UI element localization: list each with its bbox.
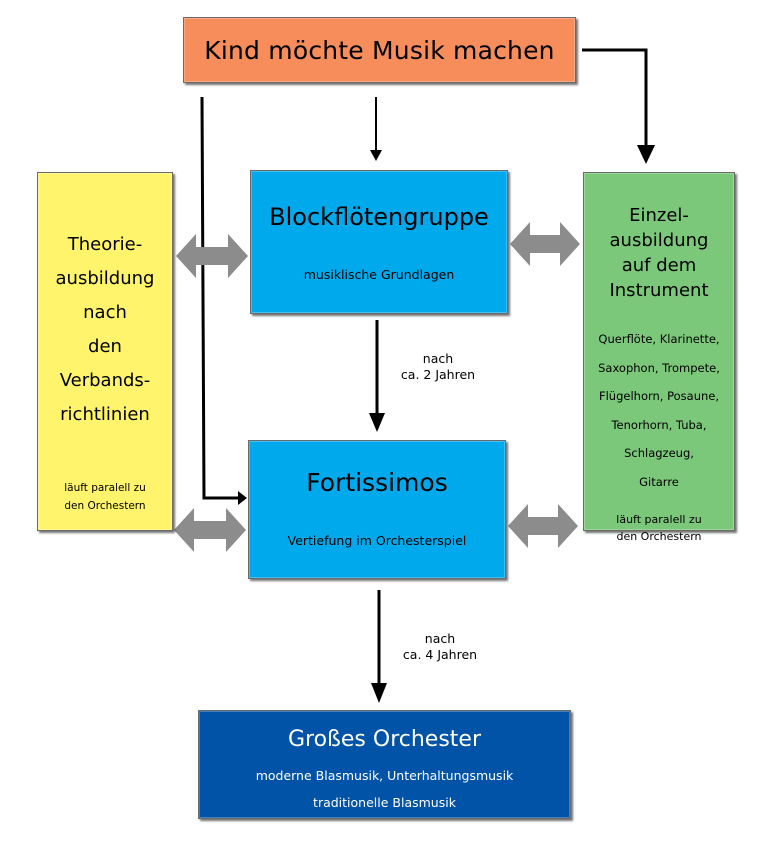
transition-label-line: ca. 2 Jahren bbox=[400, 367, 476, 382]
transition-label-line: ca. 4 Jahren bbox=[402, 647, 478, 662]
instrument-line: Gitarre bbox=[639, 474, 679, 489]
theory-title-line: Verbands- bbox=[59, 370, 151, 391]
theory-title: Theorie- ausbildung nach den Verbands- r… bbox=[38, 228, 172, 432]
big-orchestra-title: Großes Orchester bbox=[287, 727, 482, 752]
theory-title-line: den bbox=[88, 336, 122, 357]
individual-title-line: auf dem bbox=[621, 255, 697, 276]
recorder-group-box: Blockflötengruppe musiklische Grundlagen bbox=[250, 170, 508, 314]
arrow-recorder-to-fortissimos bbox=[369, 320, 385, 432]
big-orchestra-line-2: traditionelle Blasmusik bbox=[313, 795, 456, 810]
fortissimos-box: Fortissimos Vertiefung im Orchesterspiel bbox=[248, 440, 506, 579]
theory-box: Theorie- ausbildung nach den Verbands- r… bbox=[37, 172, 173, 531]
start-box: Kind möchte Musik machen bbox=[183, 17, 576, 83]
instrument-line: Tenorhorn, Tuba, bbox=[611, 417, 707, 432]
double-arrow-theory-recorder bbox=[176, 234, 248, 278]
start-label: Kind möchte Musik machen bbox=[204, 35, 555, 65]
theory-title-line: Theorie- bbox=[67, 234, 143, 255]
theory-title-line: richtlinien bbox=[60, 404, 150, 425]
double-arrow-fortissimos-individual bbox=[508, 504, 578, 548]
theory-title-line: nach bbox=[83, 302, 127, 323]
theory-note-line: läuft paralell zu bbox=[64, 482, 146, 494]
individual-training-box: Einzel- ausbildung auf dem Instrument Qu… bbox=[583, 172, 735, 543]
individual-title: Einzel- ausbildung auf dem Instrument bbox=[584, 203, 734, 303]
fortissimos-title: Fortissimos bbox=[306, 468, 448, 497]
instrument-list: Querflöte, Klarinette, Saxophon, Trompet… bbox=[584, 325, 734, 496]
individual-note-line-1: läuft paralell zu bbox=[616, 513, 702, 526]
individual-title-line: Einzel- bbox=[629, 205, 689, 226]
transition-label-2-years: nach ca. 2 Jahren bbox=[398, 351, 478, 383]
instrument-line: Schlagzeug, bbox=[624, 446, 694, 460]
double-arrow-recorder-individual bbox=[510, 222, 580, 266]
transition-label-4-years: nach ca. 4 Jahren bbox=[400, 631, 480, 663]
recorder-group-subtitle: musiklische Grundlagen bbox=[303, 267, 455, 282]
double-arrow-theory-fortissimos bbox=[174, 508, 246, 552]
theory-note: läuft paralell zu den Orchestern bbox=[38, 479, 172, 515]
instrument-line: Flügelhorn, Posaune, bbox=[598, 389, 720, 403]
fortissimos-subtitle: Vertiefung im Orchesterspiel bbox=[287, 533, 467, 548]
arrow-start-to-recorder bbox=[370, 97, 382, 161]
big-orchestra-box: Großes Orchester moderne Blasmusik, Unte… bbox=[198, 710, 571, 819]
big-orchestra-line-1: moderne Blasmusik, Unterhaltungsmusik bbox=[255, 768, 514, 783]
individual-title-line: ausbildung bbox=[609, 230, 709, 251]
theory-note-line: den Orchestern bbox=[64, 500, 146, 512]
transition-label-line: nach bbox=[424, 631, 456, 646]
arrow-start-to-fortissimos bbox=[200, 96, 247, 505]
theory-title-line: ausbildung bbox=[55, 268, 155, 289]
individual-title-line: Instrument bbox=[609, 280, 709, 301]
instrument-line: Querflöte, Klarinette, bbox=[598, 332, 720, 346]
arrow-fortissimos-to-orchestra bbox=[371, 590, 387, 703]
arrow-start-to-individual bbox=[582, 48, 655, 164]
recorder-group-title: Blockflötengruppe bbox=[269, 203, 489, 231]
transition-label-line: nach bbox=[422, 351, 454, 366]
instrument-line: Saxophon, Trompete, bbox=[598, 360, 720, 375]
individual-note-line-2: den Orchestern bbox=[616, 530, 702, 543]
